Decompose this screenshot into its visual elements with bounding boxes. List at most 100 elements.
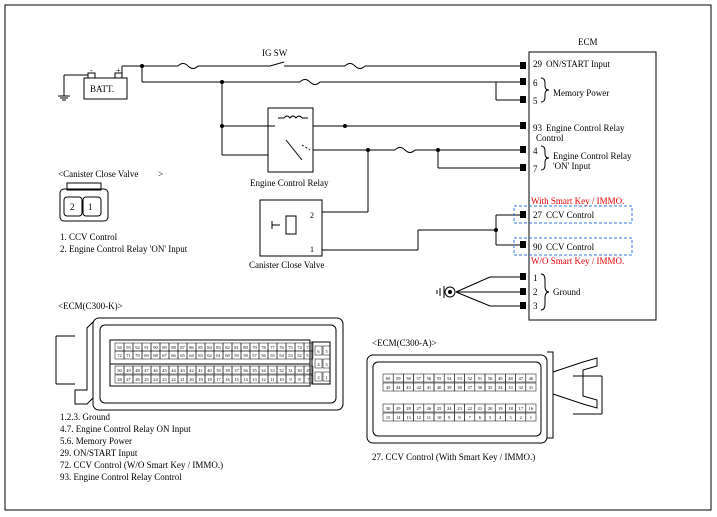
c300k-pin-7: 7: [307, 377, 310, 382]
ground-symbol: [436, 286, 456, 298]
c300a-pin-51: 51: [478, 376, 483, 381]
c300a-pin-35: 35: [488, 385, 493, 390]
c300k-pin-72: 72: [117, 353, 122, 358]
ecm-pin5: 5: [533, 96, 538, 106]
c300a-pin-37: 37: [467, 385, 472, 390]
c300a-pin-17: 17: [518, 406, 523, 411]
c300a-pin-18: 18: [508, 406, 513, 411]
c300a-pin-24: 24: [447, 406, 452, 411]
c300k-pin-6: 6: [317, 349, 320, 354]
c300k-pin-17: 17: [216, 377, 221, 382]
c300k-pin-50: 50: [117, 368, 122, 373]
smart-key-label: With Smart Key / IMMO.: [531, 196, 624, 206]
c300a-pin-11: 11: [427, 415, 431, 420]
c300a-pin-45: 45: [386, 385, 391, 390]
c300k-pin-25: 25: [144, 377, 149, 382]
c300a-pin-19: 19: [498, 406, 503, 411]
c300a-pin-9: 9: [448, 415, 451, 420]
c300k-pin-61: 61: [216, 353, 221, 358]
c300a-pin-58: 58: [406, 376, 411, 381]
c300k-pin-15: 15: [234, 377, 239, 382]
c300k-pin-63: 63: [198, 353, 203, 358]
c300k-pin-88: 88: [171, 345, 176, 350]
c300k-pin-91: 91: [144, 345, 149, 350]
c300k-pin-5: 5: [325, 349, 328, 354]
c300k-pin-57: 57: [252, 353, 257, 358]
c300k-pin-37: 37: [234, 368, 239, 373]
junction-dots: [140, 64, 498, 232]
c300k-pin-26: 26: [135, 377, 140, 382]
ecm-pin4: 4: [533, 146, 538, 156]
c300k-pin-36: 36: [243, 368, 248, 373]
c300k-pin-1: 1: [325, 375, 327, 380]
c300a-cell: [525, 403, 537, 413]
c300k-pin-56: 56: [261, 353, 266, 358]
c300k-pin-21: 21: [180, 377, 185, 382]
c300k-pin-32: 32: [279, 368, 284, 373]
c300k-side-cell: [314, 358, 323, 369]
ccv-legend-2: 2. Engine Control Relay 'ON' Input: [60, 244, 188, 254]
c300a-pin-32: 32: [518, 385, 523, 390]
c300k-side-cell: [322, 358, 331, 369]
c300k-pin-20: 20: [189, 377, 194, 382]
c300a-pin-55: 55: [437, 376, 442, 381]
c300a-pin-27: 27: [416, 406, 421, 411]
c300k-title: <ECM(C300-K)>: [58, 301, 123, 311]
c300a-cell: [525, 382, 537, 392]
c300k-pin-84: 84: [207, 345, 212, 350]
c300a-pin-25: 25: [437, 406, 442, 411]
c300a-cell: [525, 373, 537, 383]
c300a-cell: [525, 412, 537, 422]
relay-on-label2: 'ON' Input: [553, 161, 591, 171]
ecm-pin1: 1: [533, 273, 538, 283]
engine-control-relay: [267, 107, 314, 173]
ecm-pin27: 27: [533, 210, 543, 220]
c300k-pin-85: 85: [198, 345, 203, 350]
c300k-pin-4: 4: [317, 362, 320, 367]
c300a-pin-6: 6: [479, 415, 482, 420]
c300k-pin-13: 13: [252, 377, 257, 382]
c300k-pin-35: 35: [252, 368, 257, 373]
c300k-cell: [303, 350, 314, 360]
c300k-cell: [303, 365, 314, 375]
c300a-pin-53: 53: [457, 376, 462, 381]
c300a-pin-3: 3: [509, 415, 512, 420]
c300k-pin-27: 27: [126, 377, 131, 382]
c300k-pin-14: 14: [243, 377, 248, 382]
c300a-pin-42: 42: [416, 385, 421, 390]
c300k-legend-5: 72. CCV Control (W/O Smart Key / IMMO.): [60, 460, 223, 470]
c300k-pin-86: 86: [189, 345, 194, 350]
c300k-pin-39: 39: [216, 368, 221, 373]
c300k-pin-19: 19: [198, 377, 203, 382]
c300k-pin-40: 40: [207, 368, 212, 373]
c300a-pin-44: 44: [396, 385, 401, 390]
ccv-label: Canister Close Valve: [249, 260, 324, 270]
c300k-pin-45: 45: [162, 368, 167, 373]
c300a-pin-39: 39: [447, 385, 452, 390]
c300k-pin-51: 51: [306, 353, 311, 358]
c300k-pin-16: 16: [225, 377, 230, 382]
c300k-pin-76: 76: [279, 345, 284, 350]
c300k-pin-48: 48: [135, 368, 140, 373]
ccv-conn-pin2: 2: [70, 202, 75, 212]
c300a-pin-31: 31: [529, 385, 534, 390]
c300a-pin-33: 33: [508, 385, 513, 390]
c300k-pin-70: 70: [135, 353, 140, 358]
c300k-pin-41: 41: [198, 368, 203, 373]
c300a-pin-38: 38: [457, 385, 462, 390]
c300k-pin-33: 33: [270, 368, 275, 373]
c300k-pin-29: 29: [306, 368, 311, 373]
c300a-pin-8: 8: [458, 415, 461, 420]
c300k-pin-23: 23: [162, 377, 167, 382]
c300k-pin-79: 79: [252, 345, 257, 350]
c300a-title: <ECM(C300-A)>: [372, 338, 437, 348]
c300a-pin-54: 54: [447, 376, 452, 381]
c300k-pin-68: 68: [153, 353, 158, 358]
ecm-pin93-label1: Engine Control Relay: [546, 123, 625, 133]
c300a-pin-22: 22: [467, 406, 472, 411]
c300k-legend-2: 4.7. Engine Control Relay ON Input: [60, 424, 191, 434]
c300k-pin-38: 38: [225, 368, 230, 373]
c300a-pin-28: 28: [406, 406, 411, 411]
c300a-connector: [366, 351, 603, 444]
